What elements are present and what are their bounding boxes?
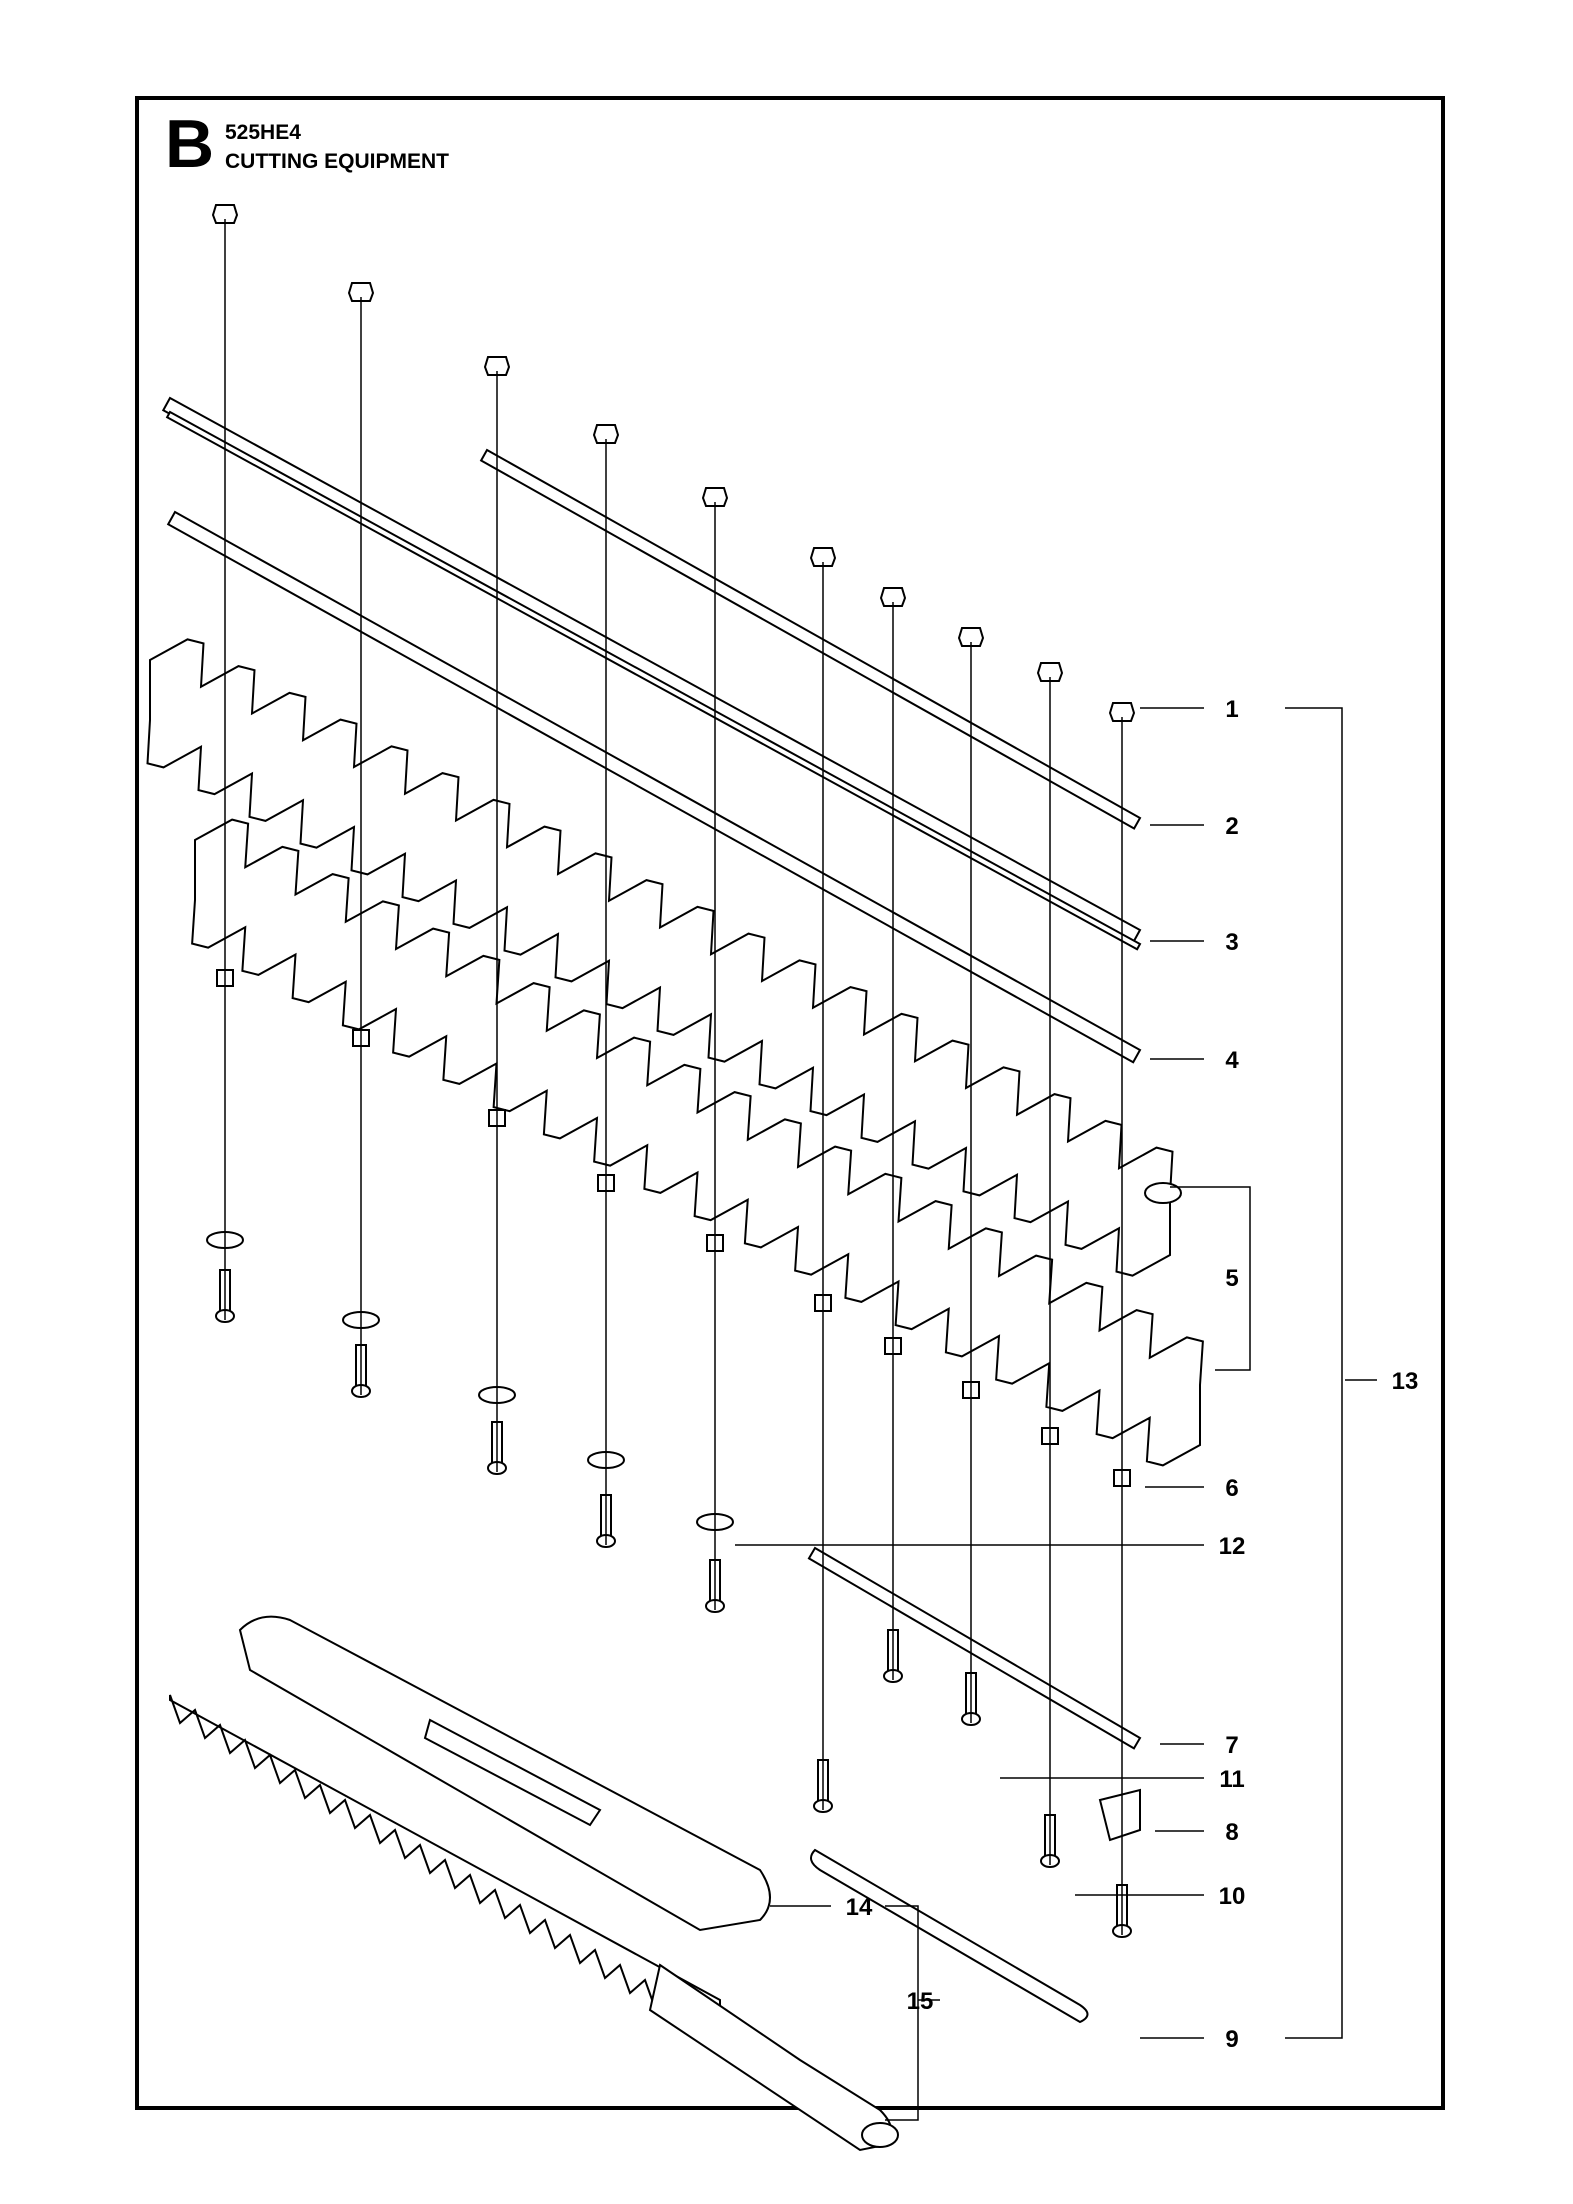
nut-5: [809, 547, 837, 567]
callout-7: 7: [1225, 1732, 1238, 1759]
callout-9: 9: [1225, 2026, 1238, 2053]
callout-13: 13: [1392, 1368, 1419, 1395]
callout-12: 12: [1219, 1533, 1246, 1560]
plate-2: [479, 448, 1142, 830]
callout-2: 2: [1225, 813, 1238, 840]
plate-7: [807, 1546, 1142, 1750]
guard-window: [423, 1718, 602, 1827]
shaft-end: [861, 2122, 899, 2148]
callout-10: 10: [1219, 1883, 1246, 1910]
bracket-13: [1285, 707, 1343, 2039]
bracket-15: [885, 1905, 919, 2121]
callout-14: 14: [846, 1894, 873, 1921]
part-drawings: [146, 204, 1204, 2152]
gearbox-15: [648, 1963, 893, 2152]
nut-6: [879, 587, 907, 607]
nut-4: [701, 487, 729, 507]
section-title: CUTTING EQUIPMENT: [225, 150, 449, 173]
nut-1: [347, 282, 375, 302]
bar-top-3: [161, 396, 1142, 944]
blade-end-cap: [1144, 1182, 1182, 1204]
nut-3: [592, 424, 620, 444]
bracket-5: [1170, 1186, 1251, 1371]
model-name: 525HE4: [225, 121, 301, 144]
callout-11: 11: [1219, 1766, 1244, 1793]
callout-5: 5: [1225, 1265, 1238, 1292]
diagram-frame: [135, 96, 1445, 2110]
nut-7: [957, 627, 985, 647]
callout-6: 6: [1225, 1475, 1238, 1502]
callout-1: 1: [1225, 696, 1238, 723]
leader-lines: [224, 219, 1377, 2121]
callout-8: 8: [1225, 1819, 1238, 1846]
nut-2: [483, 356, 511, 376]
nut-9: [1108, 702, 1136, 722]
section-letter: B: [165, 106, 215, 182]
clip-8: [1098, 1788, 1141, 1842]
bar-top-3-edge: [165, 410, 1142, 951]
plate-10: [810, 1848, 1089, 2024]
callout-15: 15: [907, 1988, 934, 2015]
callout-3: 3: [1225, 929, 1238, 956]
nut-8: [1036, 662, 1064, 682]
guide-plate-4: [166, 510, 1142, 1064]
lower-blade-5: [191, 818, 1204, 1467]
callout-4: 4: [1225, 1047, 1239, 1074]
upper-blade-5: [146, 638, 1174, 1277]
nut-0: [211, 204, 239, 224]
